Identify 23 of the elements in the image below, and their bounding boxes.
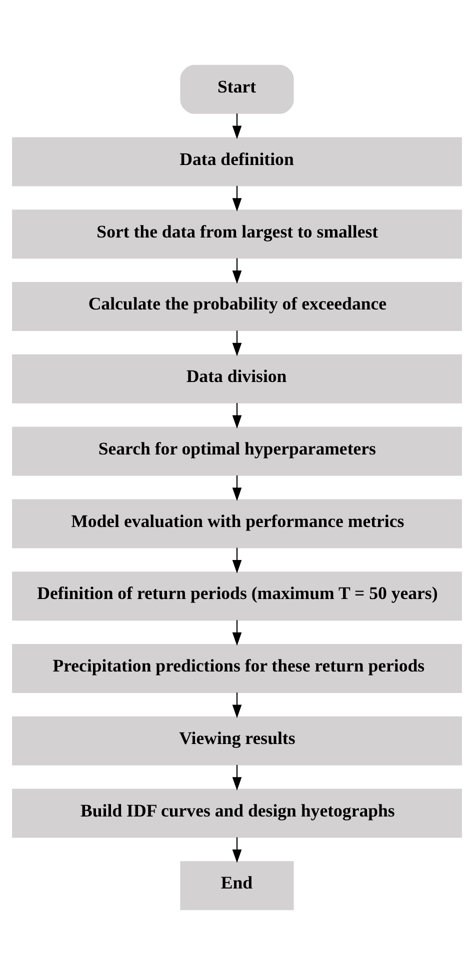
arrow — [232, 330, 242, 356]
arrow — [232, 402, 242, 428]
arrow — [232, 620, 242, 646]
node-box: Build IDF curves and design hyetographs — [12, 788, 462, 838]
arrow — [232, 836, 242, 862]
node-box: Model evaluation with performance metrics — [12, 498, 462, 548]
arrow — [232, 185, 242, 211]
arrow — [232, 764, 242, 790]
node-box: Calculate the probability of exceedance — [12, 282, 462, 331]
arrow — [232, 258, 242, 284]
node-box: Precipitation predictions for these return periods — [12, 643, 462, 692]
node-box: Sort the data from largest to smallest — [12, 209, 462, 258]
node-box: End — [180, 860, 294, 910]
arrow — [232, 692, 242, 718]
arrow — [232, 474, 242, 500]
node-box: Data division — [12, 354, 462, 403]
node-box: Viewing results — [12, 716, 462, 765]
node-box: Definition of return periods (maximum T = 50 years) — [12, 571, 462, 620]
node-box: Search for optimal hyperparameters — [12, 426, 462, 476]
arrow — [232, 112, 242, 139]
node-box: Start — [180, 64, 294, 114]
node-box: Data definition — [12, 136, 462, 186]
arrow — [232, 547, 242, 573]
